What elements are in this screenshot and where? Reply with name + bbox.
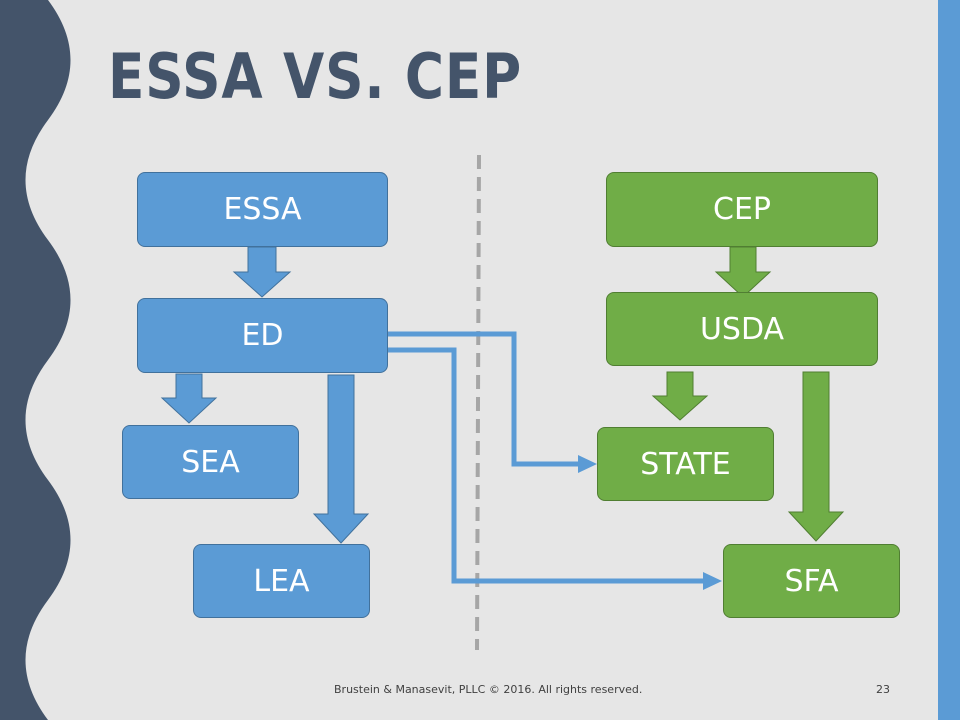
connector-ed-to-state — [388, 331, 580, 467]
ed-label: ED — [241, 318, 284, 353]
sea-box: SEA — [122, 425, 299, 499]
connector-ed-to-sfa — [388, 347, 705, 584]
essa-label: ESSA — [223, 192, 302, 227]
footer-copyright: Brustein & Manasevit, PLLC © 2016. All r… — [334, 683, 643, 696]
divider-line — [475, 154, 481, 651]
lea-label: LEA — [253, 563, 310, 599]
connector-ed-to-state-head — [578, 455, 597, 473]
essa-box: ESSA — [137, 172, 388, 247]
usda-label: USDA — [699, 311, 785, 347]
sea-label: SEA — [181, 444, 240, 480]
arrow-usda-to-sfa — [787, 371, 845, 542]
cep-box: CEP — [606, 172, 878, 247]
arrow-cep-to-usda — [714, 246, 772, 298]
sfa-box: SFA — [723, 544, 900, 618]
arrow-ed-to-lea — [312, 374, 370, 544]
lea-box: LEA — [193, 544, 370, 618]
state-label: STATE — [640, 446, 731, 482]
connector-ed-to-sfa-head — [703, 572, 722, 590]
ed-box: ED — [137, 298, 388, 373]
sfa-label: SFA — [784, 563, 839, 599]
right-accent-bar — [938, 0, 960, 720]
arrow-ed-to-sea — [160, 373, 218, 424]
arrow-essa-to-ed — [232, 246, 292, 298]
usda-box: USDA — [606, 292, 878, 366]
cep-label: CEP — [713, 192, 771, 227]
wave-decoration — [0, 0, 71, 720]
page-number: 23 — [876, 683, 890, 696]
arrow-usda-to-state — [651, 371, 709, 421]
state-box: STATE — [597, 427, 774, 501]
slide-title: ESSA VS. CEP — [108, 40, 523, 113]
